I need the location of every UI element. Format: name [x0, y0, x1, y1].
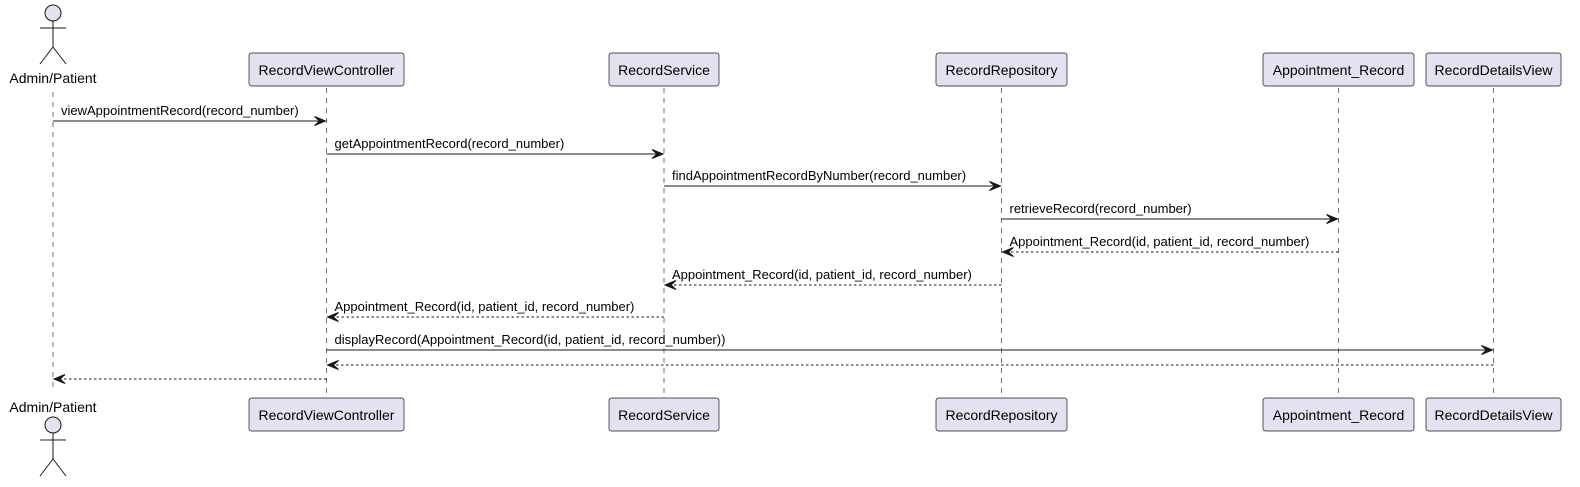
arrowhead-icon	[1001, 247, 1014, 257]
participant-rdv-bottom: RecordDetailsView	[1425, 397, 1562, 432]
participant-label: RecordViewController	[259, 62, 395, 78]
participant-box	[248, 397, 405, 432]
actor-label: Admin/Patient	[9, 399, 96, 415]
message-label: getAppointmentRecord(record_number)	[335, 136, 565, 151]
participant-rr-bottom: RecordRepository	[935, 397, 1068, 432]
arrowhead-icon	[314, 116, 327, 126]
arrowhead-icon	[989, 181, 1002, 191]
actor-leg-icon	[52, 458, 67, 477]
arrowhead-icon	[663, 280, 677, 290]
message-4: retrieveRecord(record_number)	[1001, 201, 1339, 224]
participant-label: RecordViewController	[259, 407, 395, 423]
actor-leg-icon	[39, 458, 54, 477]
actor-top: Admin/Patient	[9, 4, 97, 86]
arrowhead-icon	[651, 149, 665, 159]
message-1: viewAppointmentRecord(record_number)	[53, 103, 327, 126]
message-2: getAppointmentRecord(record_number)	[326, 136, 665, 159]
message-label: Appointment_Record(id, patient_id, recor…	[335, 299, 635, 314]
message-5: Appointment_Record(id, patient_id, recor…	[1001, 234, 1339, 257]
actor-leg-icon	[52, 46, 67, 65]
participant-rs-top: RecordService	[608, 52, 720, 87]
actor-head-icon	[44, 416, 62, 434]
arrowhead-icon	[52, 374, 66, 384]
participant-rr-top: RecordRepository	[935, 52, 1068, 87]
participant-box	[1262, 52, 1415, 87]
participant-rvc-bottom: RecordViewController	[248, 397, 405, 432]
actor-head-icon	[44, 4, 62, 22]
participant-box	[935, 52, 1068, 87]
participant-label: RecordDetailsView	[1434, 62, 1553, 78]
actor-bottom: Admin/Patient	[9, 399, 97, 477]
participant-label: RecordDetailsView	[1434, 407, 1553, 423]
participant-rvc-top: RecordViewController	[248, 52, 405, 87]
participant-box	[1262, 397, 1415, 432]
arrowhead-icon	[326, 312, 339, 322]
message-3: findAppointmentRecordByNumber(record_num…	[664, 168, 1002, 191]
participant-rdv-top: RecordDetailsView	[1425, 52, 1562, 87]
participant-box	[1425, 52, 1562, 87]
actor-label: Admin/Patient	[9, 70, 96, 86]
arrowhead-icon	[326, 360, 339, 370]
message-label: Appointment_Record(id, patient_id, recor…	[672, 267, 972, 282]
message-label: retrieveRecord(record_number)	[1010, 201, 1192, 216]
message-label: Appointment_Record(id, patient_id, recor…	[1010, 234, 1310, 249]
participant-box	[935, 397, 1068, 432]
participant-label: RecordService	[618, 62, 710, 78]
participant-ar-bottom: Appointment_Record	[1262, 397, 1415, 432]
message-8: displayRecord(Appointment_Record(id, pat…	[326, 332, 1494, 355]
participant-rs-bottom: RecordService	[608, 397, 720, 432]
participant-box	[608, 52, 720, 87]
arrowhead-icon	[1326, 214, 1339, 224]
message-label: viewAppointmentRecord(record_number)	[61, 103, 299, 118]
message-label: findAppointmentRecordByNumber(record_num…	[672, 168, 966, 183]
participant-box	[248, 52, 405, 87]
participant-label: RecordRepository	[945, 62, 1057, 78]
participant-label: Appointment_Record	[1273, 407, 1405, 423]
message-9	[326, 360, 1494, 370]
participant-label: Appointment_Record	[1273, 62, 1405, 78]
message-label: displayRecord(Appointment_Record(id, pat…	[335, 332, 726, 347]
participant-box	[608, 397, 720, 432]
message-6: Appointment_Record(id, patient_id, recor…	[663, 267, 1002, 290]
participant-box	[1425, 397, 1562, 432]
arrowhead-icon	[1481, 345, 1494, 355]
participant-label: RecordService	[618, 407, 710, 423]
message-10	[52, 374, 327, 384]
actor-leg-icon	[39, 46, 54, 65]
participant-ar-top: Appointment_Record	[1262, 52, 1415, 87]
message-7: Appointment_Record(id, patient_id, recor…	[326, 299, 664, 322]
participant-label: RecordRepository	[945, 407, 1057, 423]
